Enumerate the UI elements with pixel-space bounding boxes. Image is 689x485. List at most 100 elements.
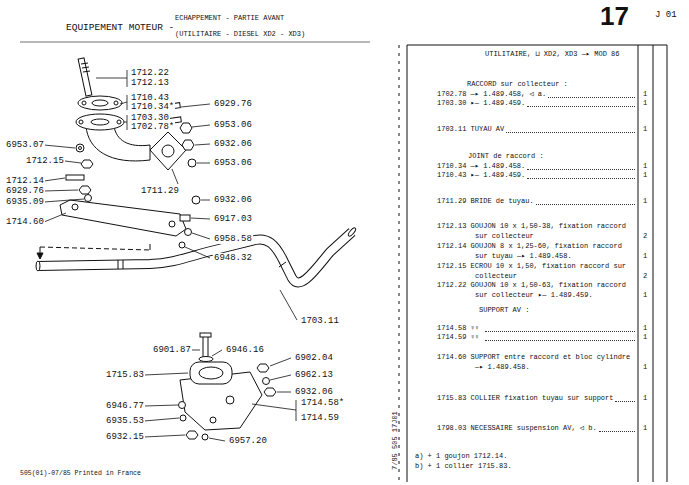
drawing-part xyxy=(180,415,186,421)
callout-number: 6953.07 xyxy=(5,140,45,150)
drawing-part xyxy=(201,200,210,201)
drawing-part xyxy=(123,260,124,269)
table-cell: 1711.29 BRIDE de tuyau. xyxy=(437,197,534,207)
dot-leader xyxy=(615,401,635,402)
table-cell: 1798.03 NECESSAIRE suspension AV, ◁ b. xyxy=(437,424,597,434)
table-frame xyxy=(20,42,667,482)
drawing-part xyxy=(124,115,127,130)
section-heading: ECHAPPEMENT - PARTIE AVANT xyxy=(175,14,284,23)
quantity-cell: 1 xyxy=(643,99,647,109)
drawing-part xyxy=(144,405,178,406)
quantity-cell: 1 xyxy=(643,171,647,181)
drawing-part xyxy=(190,362,232,384)
table-group: RACCORD sur collecteur : xyxy=(467,80,568,90)
drawing-part xyxy=(203,336,208,358)
callout-number: 1703.11 xyxy=(300,316,340,326)
drawing-part xyxy=(192,125,210,127)
table-note: b) + 1 collier 1715.83. xyxy=(415,462,512,472)
drawing-part xyxy=(96,70,127,87)
table-row: 1712.15 ECROU 10 x 1,50, fixation raccor… xyxy=(437,262,636,281)
drawing-part xyxy=(76,114,124,130)
drawing-part xyxy=(270,375,291,380)
drawing-part xyxy=(81,160,93,168)
quantity-cell: 1 xyxy=(643,125,647,135)
drawing-part xyxy=(60,200,186,236)
drawing-part xyxy=(653,45,654,482)
table-row: 1714.59 ♀♀ xyxy=(437,333,636,343)
table-row: 1710.43 ▸— 1.489.459. xyxy=(437,171,636,181)
callout-number: 6953.06 xyxy=(213,120,253,130)
drawing-part xyxy=(78,58,92,96)
drawing-part xyxy=(264,388,276,396)
drawing-part xyxy=(181,104,210,107)
drawing-part xyxy=(82,101,86,105)
table-cell: 1703.11 TUYAU AV xyxy=(437,125,504,135)
callout-number: 1714.60 xyxy=(5,217,45,227)
drawing-part xyxy=(36,261,40,271)
drawing-part xyxy=(180,123,192,133)
table-row: 1714.58 ♀♀ xyxy=(437,324,636,334)
drawing-part xyxy=(192,233,210,239)
callout-number: 6946.77 xyxy=(105,401,145,411)
drawing-part xyxy=(72,204,78,210)
callout-number: 6902.04 xyxy=(294,353,334,363)
drawing-part xyxy=(209,438,225,441)
quantity-cell: 1 xyxy=(643,291,647,301)
drawing-part xyxy=(192,196,200,204)
drawing-part xyxy=(185,247,210,258)
drawing-part xyxy=(76,144,84,152)
callout-number: 1712.22 xyxy=(130,68,170,78)
drawing-part xyxy=(199,357,213,362)
callout-number: 6935.09 xyxy=(5,197,45,207)
table-cell: 1710.43 ▸— 1.489.459. xyxy=(437,171,525,181)
table-cell: 1714.59 ♀♀ xyxy=(437,333,483,343)
table-row: 1711.29 BRIDE de tuyau. xyxy=(437,197,636,207)
dot-leader xyxy=(485,340,635,341)
dot-leader xyxy=(527,106,635,107)
table-cell: 1712.14 GOUJON 8 x 1,25-60, fixation rac… xyxy=(437,242,633,261)
table-cell: 1712.13 GOUJON 10 x 1,50-38, fixation ra… xyxy=(437,222,633,241)
drawing-part xyxy=(270,358,291,366)
drawing-part xyxy=(91,119,109,125)
drawing-part xyxy=(280,290,297,320)
callout-number: 6946.16 xyxy=(225,345,265,355)
dot-leader xyxy=(527,169,635,170)
table-row: 1712.14 GOUJON 8 x 1,25-60, fixation rac… xyxy=(437,242,636,261)
drawing-part xyxy=(82,67,89,68)
quantity-cell: 2 xyxy=(643,232,647,242)
quantity-cell: 1 xyxy=(643,394,647,404)
drawing-part xyxy=(197,163,210,164)
table-cell: 1710.34 —▸ 1.489.458. xyxy=(437,162,525,172)
drawing-part xyxy=(210,417,216,423)
drawing-part xyxy=(79,120,83,124)
print-note: 505(01)-07/85 Printed in France xyxy=(20,470,141,478)
drawing-part xyxy=(172,169,178,184)
table-row: 1703.11 TUYAU AV xyxy=(437,125,636,135)
drawing-part xyxy=(120,95,127,110)
drawing-part xyxy=(191,218,210,219)
drawing-part xyxy=(212,350,222,356)
drawing-part xyxy=(79,147,82,150)
drawing-part xyxy=(347,227,356,237)
drawing-part xyxy=(407,45,667,46)
callout-number: 6962.13 xyxy=(294,370,334,380)
section-heading: (UTILITAIRE - DIESEL XD2 - XD3) xyxy=(175,30,305,39)
drawing-part xyxy=(92,100,108,106)
callout-number: 6917.03 xyxy=(213,214,253,224)
table-cell: 1714.58 ♀♀ xyxy=(437,324,483,334)
drawing-part xyxy=(44,199,84,202)
dot-leader xyxy=(527,178,635,179)
drawing-part xyxy=(279,262,286,267)
table-cell: 1703.30 ▸— 1.489.459. xyxy=(437,99,525,109)
page-heading: EQUIPEMENT MOTEUR - xyxy=(66,22,174,33)
dot-leader xyxy=(599,431,635,432)
callout-number: 6901.87 xyxy=(152,345,192,355)
drawing-part xyxy=(65,161,81,163)
drawing-part xyxy=(169,221,175,227)
drawing-part xyxy=(117,120,121,124)
callout-number: 1712.13 xyxy=(130,78,170,88)
drawing-part xyxy=(180,215,190,221)
margin-code: 7/85 505 17J01 xyxy=(391,411,399,470)
drawing-part xyxy=(179,242,185,248)
drawing-part xyxy=(199,367,223,379)
